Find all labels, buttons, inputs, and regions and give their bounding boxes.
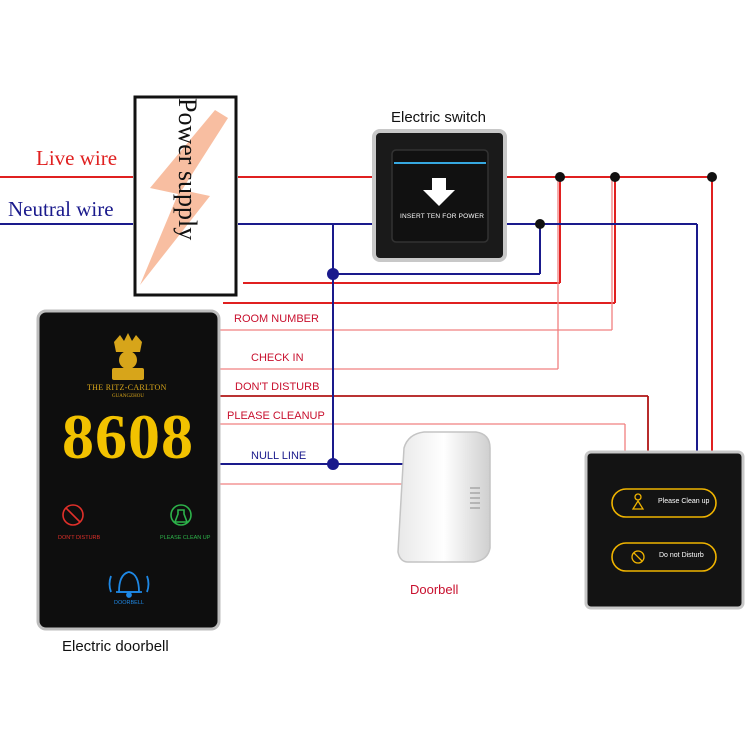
switch-slot-text: INSERT TEN FOR POWER (400, 213, 485, 220)
electric-switch (372, 129, 507, 262)
electric-doorbell-panel (36, 309, 221, 631)
electric-switch-title: Electric switch (391, 109, 487, 126)
please-clean-up-button[interactable]: PLEASE CLEAN UP (160, 535, 211, 541)
live-wires (0, 176, 713, 452)
bell-icon (108, 571, 150, 598)
please-clean-up-panel-button[interactable]: Please Clean up (658, 498, 710, 505)
junction-dots (327, 172, 717, 470)
wire-label-room-number: ROOM NUMBER (234, 313, 319, 325)
clean-up-icon (170, 504, 192, 526)
do-not-disturb-panel-button[interactable]: Do not Disturb (659, 552, 704, 559)
dont-disturb-button[interactable]: DON'T DISTURB (58, 535, 101, 541)
arrow-down-icon (423, 178, 455, 206)
dont-disturb-wire (217, 395, 649, 452)
wire-label-dont-disturb: DON'T DISTURB (235, 381, 320, 393)
wire-label-null-line: NULL LINE (251, 450, 307, 462)
indoor-panel (584, 450, 745, 610)
brand-name: THE RITZ-CARLTON (87, 383, 167, 392)
neutral-wires (0, 223, 698, 465)
live-wire-label: Live wire (36, 146, 118, 170)
lightning-icon (140, 110, 228, 285)
wire-label-please-cleanup: PLEASE CLEANUP (227, 410, 325, 422)
doorbell-caption: Doorbell (410, 582, 459, 597)
electric-doorbell-caption: Electric doorbell (62, 638, 169, 655)
power-supply-label: Power supply (173, 98, 202, 241)
room-number: 8608 (62, 401, 194, 472)
power-supply-box (133, 95, 238, 297)
cleaning-person-icon (631, 493, 645, 510)
neutral-wire-label: Neutral wire (8, 197, 114, 221)
wire-label-check-in: CHECK IN (251, 352, 304, 364)
brand-sub: GUANGZHOU (112, 394, 144, 399)
signal-wires (217, 177, 626, 485)
doorbell-button[interactable]: DOORBELL (114, 600, 144, 606)
doorbell-device (397, 431, 491, 563)
ritz-lion-logo (112, 333, 144, 380)
do-not-disturb-icon (62, 504, 84, 526)
no-disturb-icon (631, 550, 645, 564)
